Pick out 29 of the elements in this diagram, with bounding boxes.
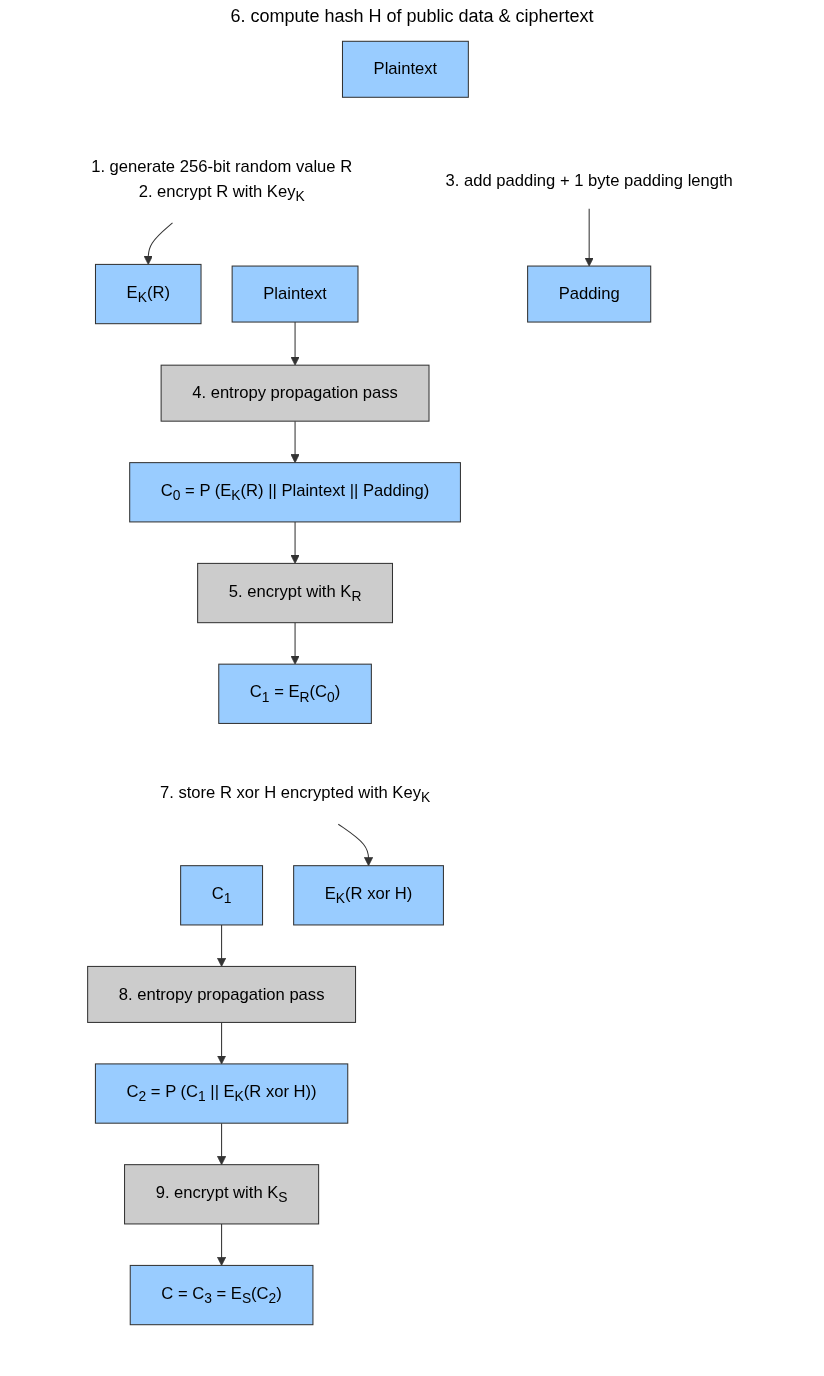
arrow xyxy=(584,208,594,267)
arrow xyxy=(143,222,173,265)
arrow xyxy=(217,1021,227,1065)
node-box: Plaintext xyxy=(341,40,469,98)
node-text: 3. add padding + 1 byte padding length xyxy=(445,171,733,190)
arrow xyxy=(337,823,374,867)
node-box: E$_{K}$(R) xyxy=(94,263,202,325)
node-box: E$_{K}$(R xor H) xyxy=(293,865,444,926)
arrow xyxy=(290,622,300,665)
note-text: 6. compute hash H of public data & ciphertext xyxy=(229,6,595,27)
arrow xyxy=(290,321,300,366)
arrow xyxy=(217,924,227,967)
node-box: C$_{2}$ = P (C$_{1}$ || E$_{K}$(R xor H)) xyxy=(94,1063,349,1124)
node-box: C$_{1}$ xyxy=(180,865,264,926)
node-box: C$_{1}$ = E$_{R}$(C$_{0}$) xyxy=(218,663,372,724)
node-text: 7. store R xor H encrypted with Key$_{K}$ xyxy=(159,783,431,806)
arrow xyxy=(217,1122,227,1166)
arrow xyxy=(290,521,300,564)
arrow xyxy=(217,1223,227,1266)
node-box: 8. entropy propagation pass xyxy=(87,965,357,1023)
node-box: 4. entropy propagation pass xyxy=(160,364,430,422)
node-box: 9. encrypt with K$_{S}$ xyxy=(124,1164,320,1225)
node-box: Plaintext xyxy=(231,265,359,323)
node-box: C$_{0}$ = P (E$_{K}$(R) || Plaintext || Padding) xyxy=(129,462,461,523)
arrow xyxy=(290,420,300,464)
node-text: 1. generate 256-bit random value R 2. encrypt R with Key$_{K}$ xyxy=(91,157,353,205)
node-box: Padding xyxy=(527,265,652,323)
node-box: C = C$_{3}$ = E$_{S}$(C$_{2}$) xyxy=(129,1264,314,1326)
node-box: 5. encrypt with K$_{R}$ xyxy=(197,562,393,624)
